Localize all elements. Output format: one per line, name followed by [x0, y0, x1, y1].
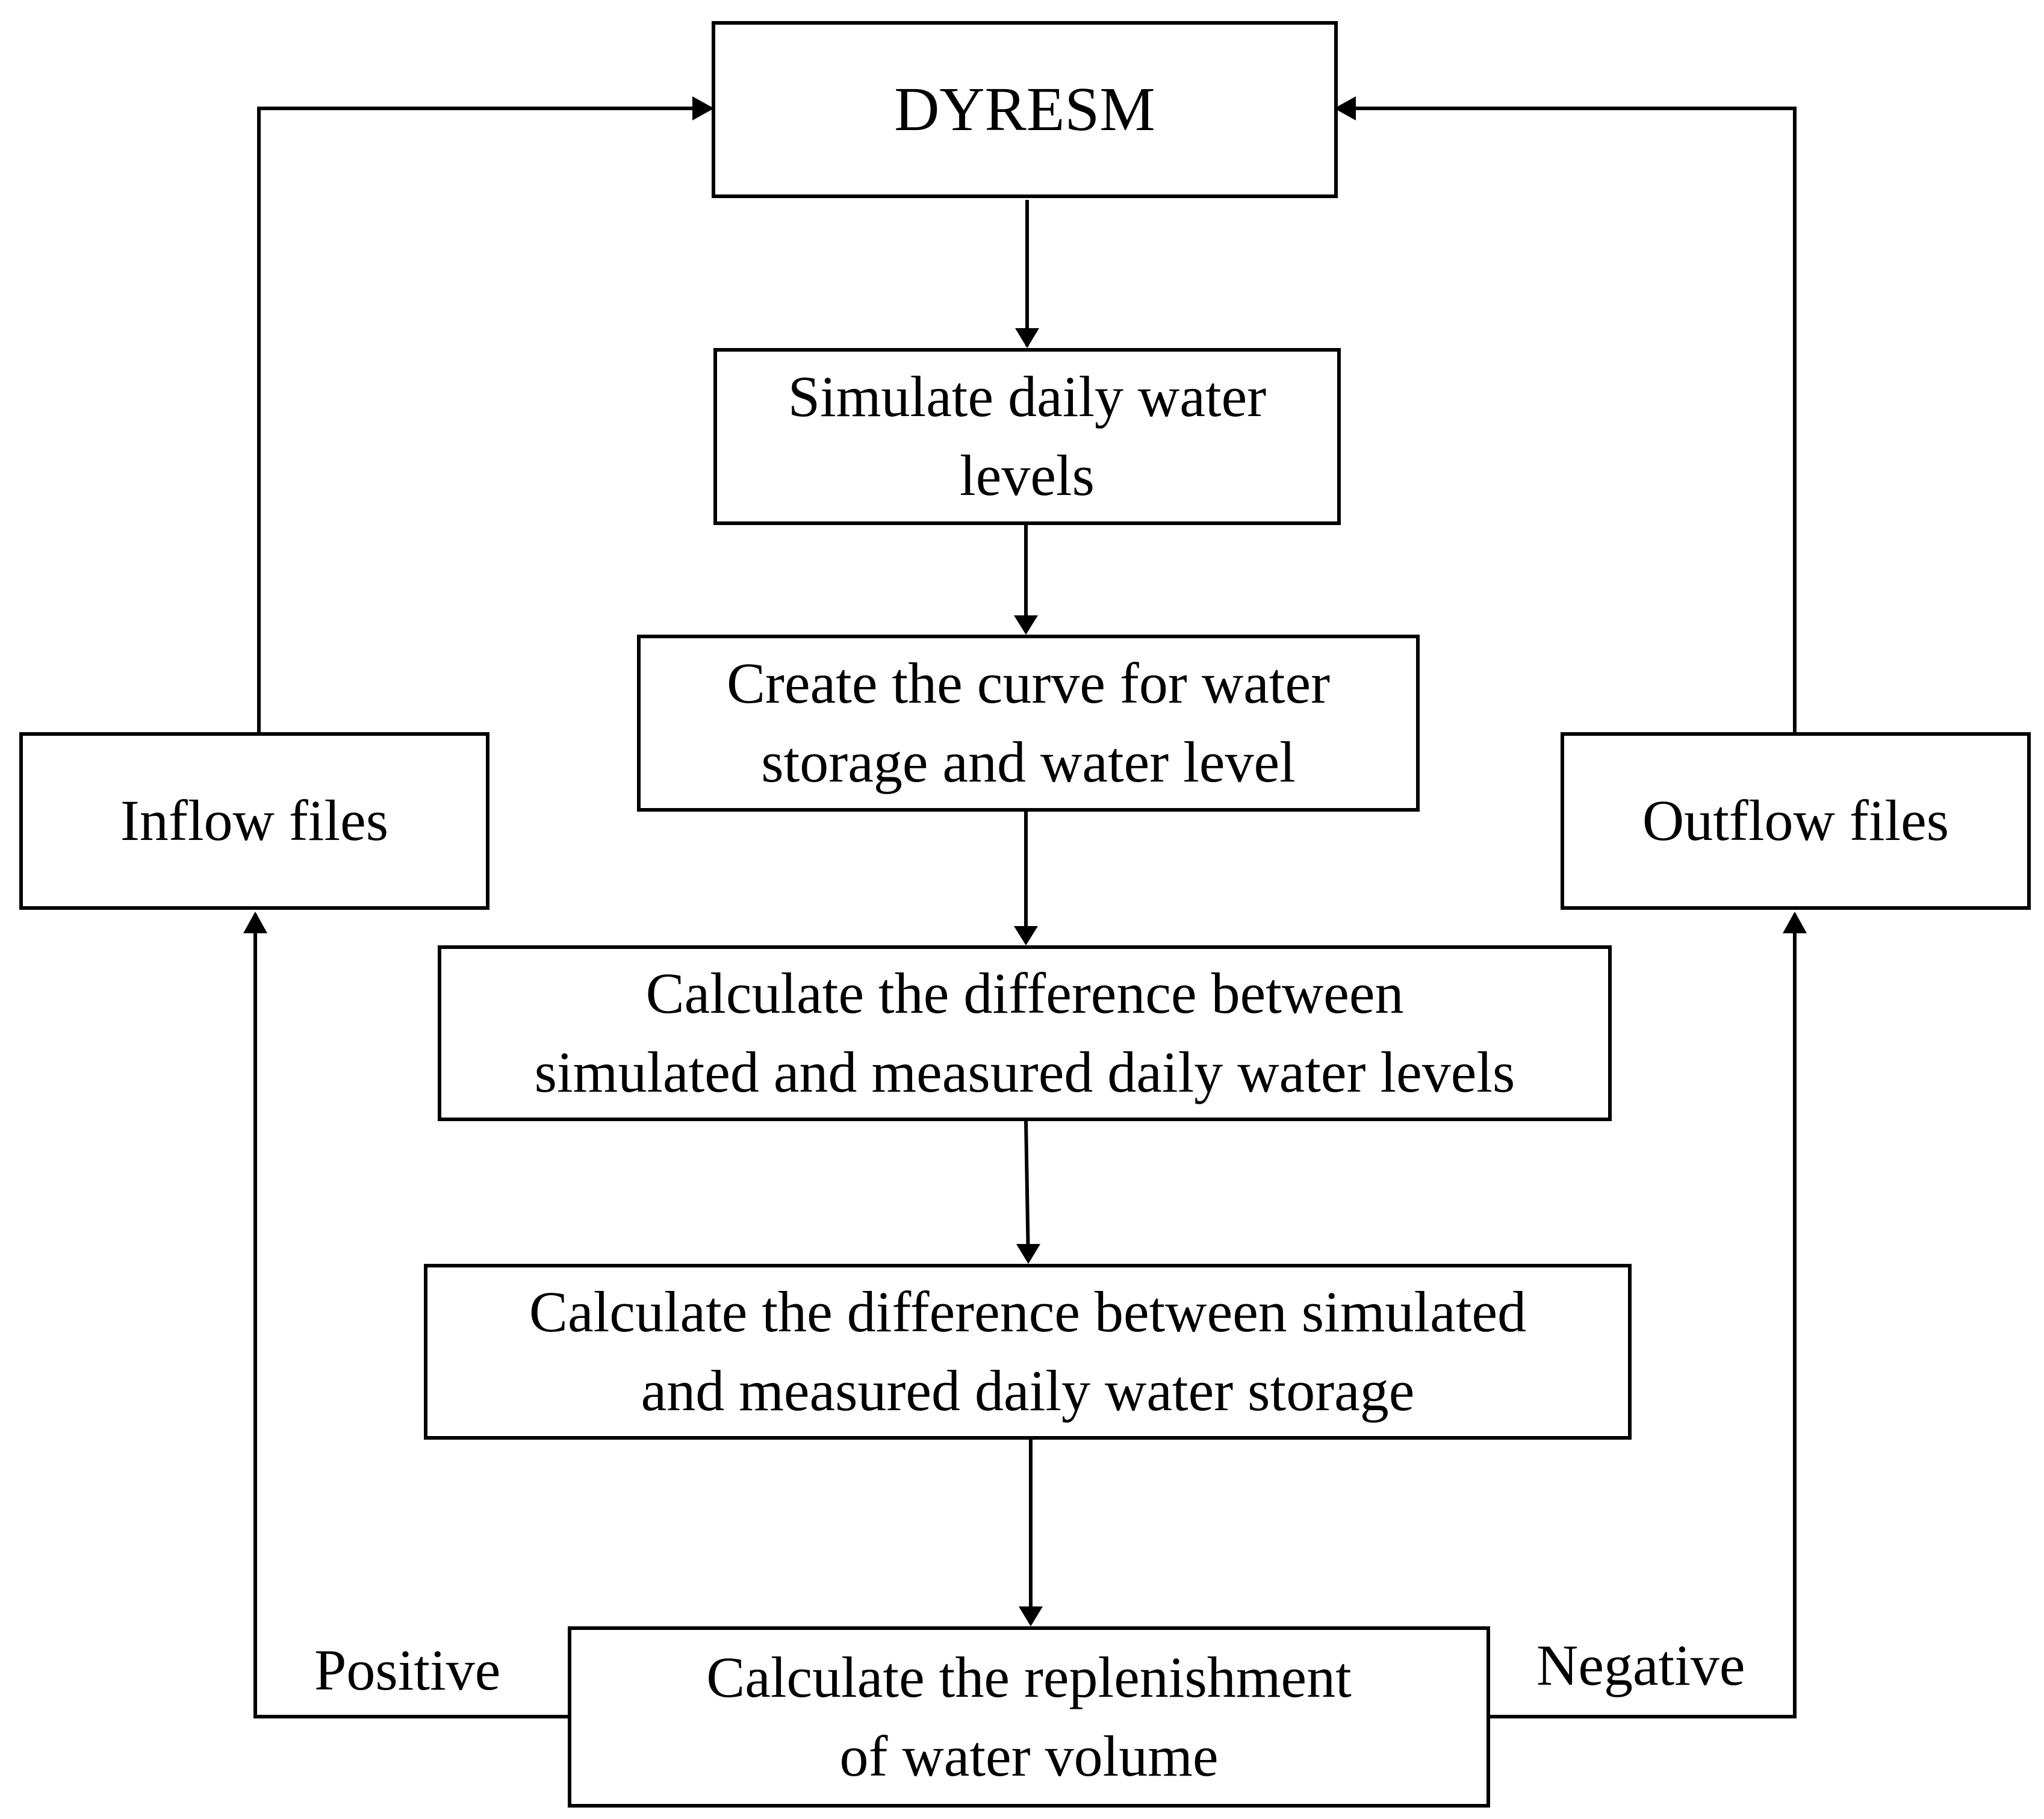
- arrowhead: [1014, 615, 1038, 635]
- label-positive: Positive: [314, 1638, 501, 1702]
- arrowhead: [692, 96, 714, 120]
- arrow-replenish-to-outflow: [1490, 914, 1797, 1718]
- arrowhead: [1016, 1244, 1040, 1264]
- arrowhead: [1783, 912, 1807, 933]
- node-diff-water-levels: Calculate the difference between simulat…: [438, 945, 1612, 1121]
- arrow-outflow-to-dyresm: [1338, 107, 1797, 732]
- node-diff-water-storage: Calculate the difference between simulat…: [424, 1264, 1632, 1440]
- arrow-difflevels-to-diffstorage: [1024, 1121, 1030, 1262]
- arrowhead: [1014, 926, 1038, 945]
- node-inflow-files: Inflow files: [19, 732, 489, 910]
- node-replenishment: Calculate the replenishment of water vol…: [568, 1626, 1490, 1808]
- node-outflow-files: Outflow files: [1561, 732, 2031, 910]
- arrowhead: [1015, 328, 1039, 348]
- arrowhead: [1019, 1606, 1043, 1626]
- arrowhead: [1334, 96, 1356, 120]
- arrowhead: [243, 912, 267, 933]
- arrow-inflow-to-dyresm: [257, 107, 710, 732]
- node-dyresm: DYRESM: [712, 21, 1338, 198]
- node-simulate-water-levels: Simulate daily water levels: [713, 348, 1341, 525]
- arrow-replenish-to-inflow: [253, 914, 568, 1718]
- node-create-curve: Create the curve for water storage and w…: [637, 635, 1420, 812]
- label-negative: Negative: [1536, 1633, 1745, 1697]
